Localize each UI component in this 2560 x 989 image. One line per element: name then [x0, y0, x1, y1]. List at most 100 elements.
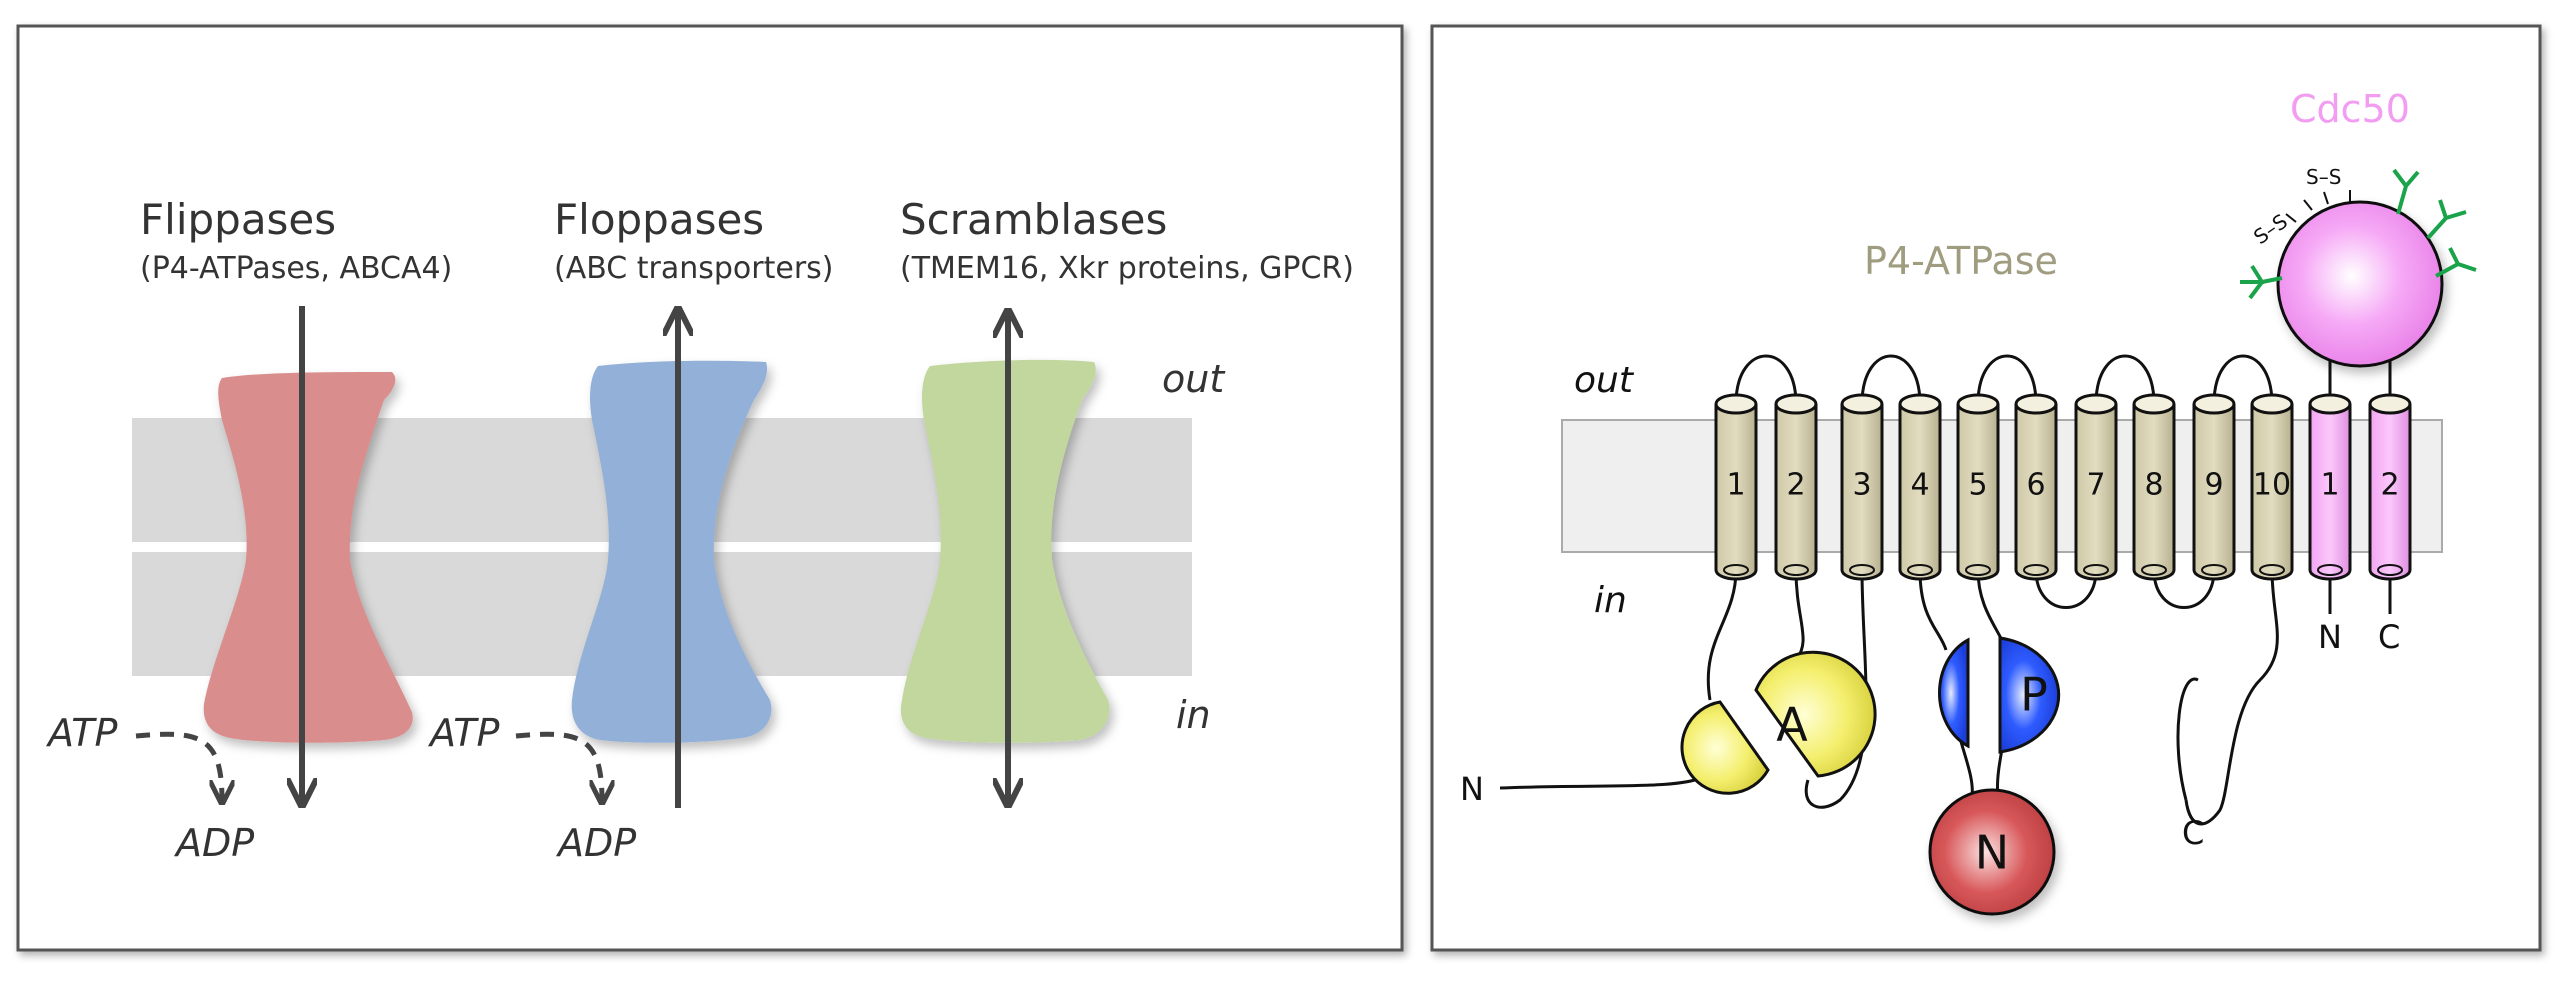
- n-domain-label: N: [1975, 826, 2009, 880]
- p4-helix-5-body: [1956, 404, 2000, 581]
- p4-helix-3-cap: [1840, 393, 1884, 415]
- p4-helix-6-bottom: [2023, 564, 2049, 576]
- a-domain-large: [1754, 650, 1877, 778]
- left-in-label: in: [1176, 693, 1211, 737]
- p4-helix-6-cap: [2014, 393, 2058, 415]
- p4-helix-4-label: 4: [1910, 468, 1929, 503]
- p4-helix-10-cap: [2250, 393, 2294, 415]
- cdc50-helix-1-bottom: [2317, 564, 2343, 576]
- p4-helix-4-body: [1898, 404, 1942, 581]
- floppases-title: Floppases: [554, 195, 764, 244]
- p-domain-right: [1998, 636, 2061, 754]
- right-membrane: [1561, 419, 2443, 553]
- p4-helix-9: 9: [2192, 393, 2236, 581]
- p4-helix-8-bottom: [2141, 564, 2167, 576]
- flippase-protein: [203, 372, 413, 743]
- p4-helix-2: 2: [1774, 393, 1818, 581]
- cdc50-c-terminus: C: [2378, 618, 2400, 656]
- left-panel: Flippases (P4-ATPases, ABCA4) Floppases …: [16, 24, 1404, 952]
- p4-helix-2-label: 2: [1786, 468, 1805, 503]
- p4-atpase-title: P4-ATPase: [1864, 239, 2058, 283]
- flippase-adp-label: ADP: [173, 821, 254, 865]
- p4-helix-1-label: 1: [1726, 468, 1745, 503]
- p4-helix-1: 1: [1714, 393, 1758, 581]
- p4-helix-3-body: [1840, 404, 1884, 581]
- disulfide-bonds: [2285, 190, 2351, 223]
- p4-helix-9-bottom: [2201, 564, 2227, 576]
- p4-helix-5-cap: [1956, 393, 2000, 415]
- p4-helix-9-cap: [2192, 393, 2236, 415]
- a-domain-label: A: [1776, 698, 1808, 752]
- floppase-protein: [571, 360, 772, 743]
- right-in-label: in: [1594, 580, 1627, 621]
- disulfide-label-top: S–S: [2306, 165, 2341, 189]
- p4-helix-2-cap: [1774, 393, 1818, 415]
- cdc50-helix-2: 2: [2368, 393, 2412, 581]
- p4-helix-5-label: 5: [1968, 468, 1987, 503]
- cdc50-helix-2-label: 2: [2380, 468, 2399, 503]
- p4-helix-3-label: 3: [1852, 468, 1871, 503]
- p4-helix-8: 8: [2132, 393, 2176, 581]
- p4-helix-4-bottom: [1907, 564, 1933, 576]
- floppase-adp-label: ADP: [555, 821, 636, 865]
- p4-helix-6-body: [2014, 404, 2058, 581]
- flippases-title: Flippases: [140, 195, 336, 244]
- p4-helix-8-cap: [2132, 393, 2176, 415]
- p4-helix-7: 7: [2074, 393, 2118, 581]
- n-domain: [1928, 788, 2056, 916]
- scramblases-subtitle: (TMEM16, Xkr proteins, GPCR): [900, 251, 1354, 286]
- p4-helix-1-body: [1714, 404, 1758, 581]
- p4-helix-10-bottom: [2259, 564, 2285, 576]
- flippases-subtitle: (P4-ATPases, ABCA4): [140, 251, 452, 286]
- floppase-atp-label: ATP: [427, 711, 499, 755]
- p4-helix-9-body: [2192, 404, 2236, 581]
- extracellular-loops: [1734, 354, 2392, 405]
- left-out-label: out: [1162, 357, 1226, 401]
- p4-helix-9-label: 9: [2204, 468, 2223, 503]
- p4-helix-5-bottom: [1965, 564, 1991, 576]
- p4-helix-3: 3: [1840, 393, 1884, 581]
- p4-helix-6-label: 6: [2026, 468, 2045, 503]
- p4-helix-8-body: [2132, 404, 2176, 581]
- cdc50-helix-2-cap: [2368, 393, 2412, 415]
- p-domain-left: [1937, 637, 1970, 749]
- p4-helix-1-bottom: [1723, 564, 1749, 576]
- p4-helix-4: 4: [1898, 393, 1942, 581]
- p4-helix-10-label: 10: [2253, 468, 2291, 503]
- right-out-label: out: [1574, 360, 1635, 401]
- cdc50-ectodomain: [2276, 200, 2444, 368]
- glycans: [2240, 168, 2477, 300]
- p4-n-terminus: N: [1460, 770, 1484, 808]
- p4-helix-2-body: [1774, 404, 1818, 581]
- cdc50-n-terminus: N: [2318, 618, 2342, 656]
- p4-helix-4-cap: [1898, 393, 1942, 415]
- cdc50-helix-1-cap: [2308, 393, 2352, 415]
- p4-helix-7-bottom: [2083, 564, 2109, 576]
- p4-helix-5: 5: [1956, 393, 2000, 581]
- a-domain-small: [1680, 700, 1770, 795]
- p4-helix-8-label: 8: [2144, 468, 2163, 503]
- p4-helices: 1 2 3 4 5 6 7 8 9 10: [1714, 393, 2294, 581]
- p4-helix-7-body: [2074, 404, 2118, 581]
- cdc50-helix-2-body: [2368, 404, 2412, 581]
- p4-helix-3-bottom: [1849, 564, 1875, 576]
- p4-helix-10: 10: [2250, 393, 2294, 581]
- cdc50-helix-2-bottom: [2377, 564, 2403, 576]
- p4-helix-1-cap: [1714, 393, 1758, 415]
- cdc50-helix-1: 1: [2308, 393, 2352, 581]
- flippase-atp-label: ATP: [45, 711, 117, 755]
- p4-c-terminus: C: [2182, 814, 2204, 852]
- p-domain-label: P: [2020, 668, 2048, 722]
- p4-helix-7-label: 7: [2086, 468, 2105, 503]
- scramblases-title: Scramblases: [900, 195, 1167, 244]
- p4-helix-6: 6: [2014, 393, 2058, 581]
- cdc50-helix-1-label: 1: [2320, 468, 2339, 503]
- p4-helix-7-cap: [2074, 393, 2118, 415]
- floppases-subtitle: (ABC transporters): [554, 251, 834, 286]
- p4-helix-2-bottom: [1783, 564, 1809, 576]
- cdc50-helix-1-body: [2308, 404, 2352, 581]
